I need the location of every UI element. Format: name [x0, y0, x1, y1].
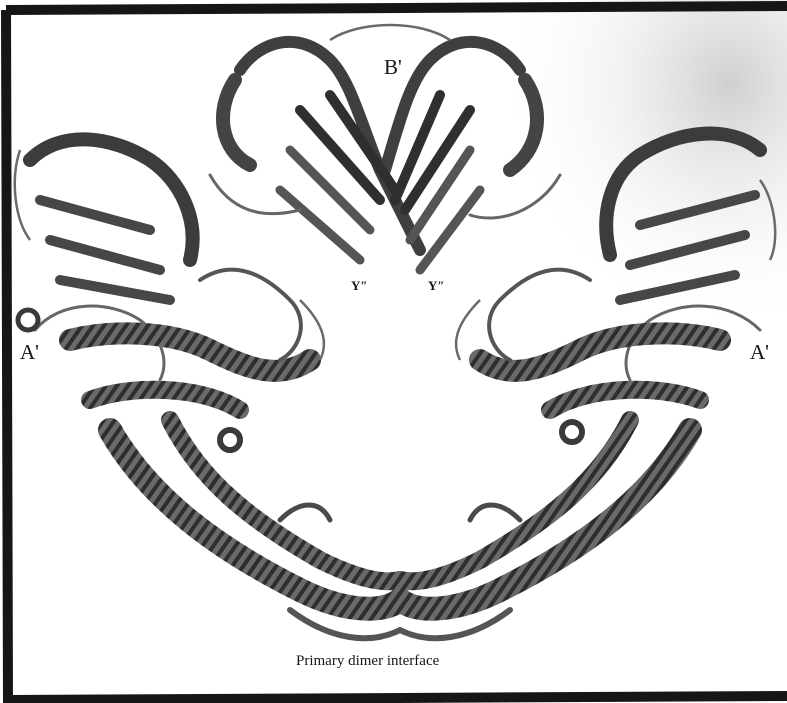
label-b-prime: B'	[384, 55, 402, 80]
label-a-prime-right: A'	[750, 340, 769, 365]
label-residue-left: Y″	[351, 278, 368, 294]
figure-caption: Primary dimer interface	[296, 653, 439, 670]
label-residue-right: Y″	[428, 278, 445, 294]
label-a-prime-left: A'	[20, 340, 39, 365]
